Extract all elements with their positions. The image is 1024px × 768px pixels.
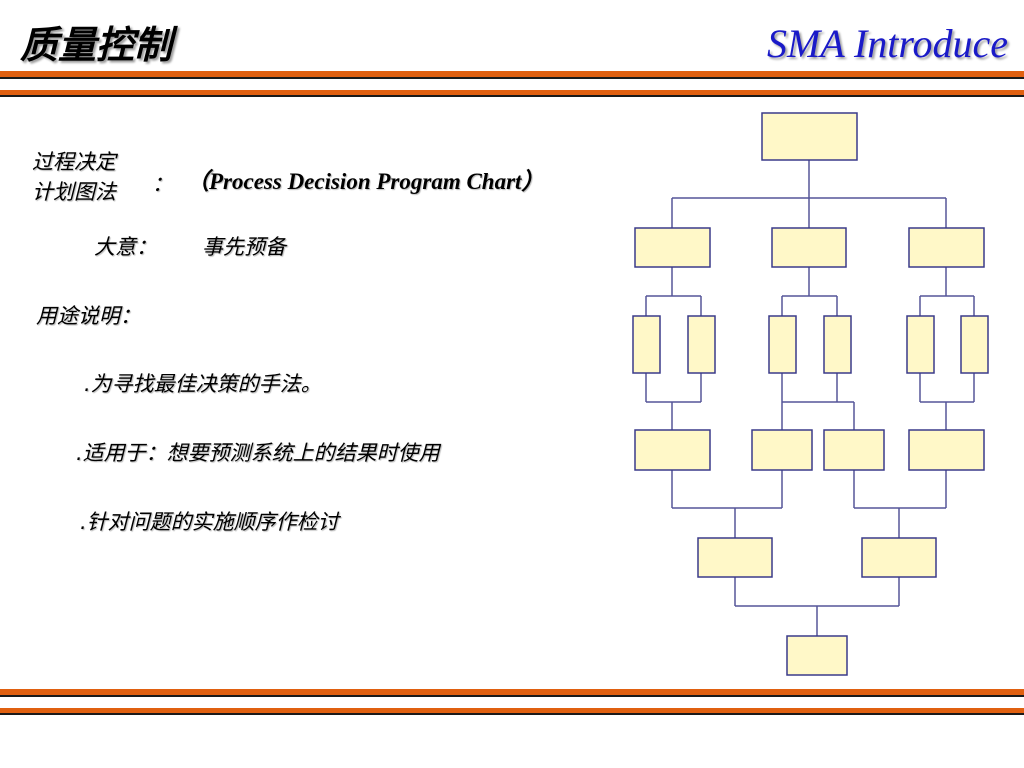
method-name-line2: 计划图法: [32, 180, 116, 204]
meaning-value: 事先预备: [202, 235, 286, 259]
tree-node-l3-2: [751, 429, 813, 471]
meaning-label: 大意：: [94, 235, 157, 259]
tree-node-final: [786, 635, 848, 676]
header-divider-top: [0, 71, 1024, 77]
footer-divider-bottom: [0, 708, 1024, 713]
footer-divider-mid: [0, 695, 1024, 697]
footer-divider-line: [0, 713, 1024, 715]
tree-node-l1-3: [908, 227, 985, 268]
page-title-cn: 质量控制: [20, 23, 173, 67]
tree-node-l3-3: [823, 429, 885, 471]
tree-node-l2-5: [906, 315, 935, 374]
header-divider-mid: [0, 77, 1024, 79]
header-divider-line: [0, 95, 1024, 97]
tree-node-l2-3: [768, 315, 797, 374]
tree-node-l4-1: [697, 537, 773, 578]
usage-item-3: .针对问题的实施顺序作检讨: [80, 510, 339, 534]
tree-node-l2-2: [687, 315, 716, 374]
usage-item-2: .适用于：想要预测系统上的结果时使用: [76, 441, 440, 465]
diagram-connectors: [645, 160, 975, 636]
method-name-line1: 过程决定: [32, 150, 116, 174]
footer-divider-top: [0, 689, 1024, 695]
method-name-en: （Process Decision Program Chart）: [186, 169, 545, 194]
usage-item-1: .为寻找最佳决策的手法。: [84, 372, 322, 396]
tree-node-l4-2: [861, 537, 937, 578]
diagram-nodes: [632, 112, 989, 676]
tree-node-l2-1: [632, 315, 661, 374]
tree-node-l1-2: [771, 227, 847, 268]
page-title-en: SMA Introduce: [766, 21, 1008, 66]
header-divider-bottom: [0, 90, 1024, 95]
usage-label: 用途说明：: [36, 304, 141, 328]
tree-node-l2-6: [960, 315, 989, 374]
tree-node-l3-4: [908, 429, 985, 471]
method-colon: ：: [152, 172, 173, 196]
tree-node-root: [761, 112, 858, 161]
tree-node-l3-1: [634, 429, 711, 471]
tree-node-l2-4: [823, 315, 852, 374]
tree-node-l1-1: [634, 227, 711, 268]
